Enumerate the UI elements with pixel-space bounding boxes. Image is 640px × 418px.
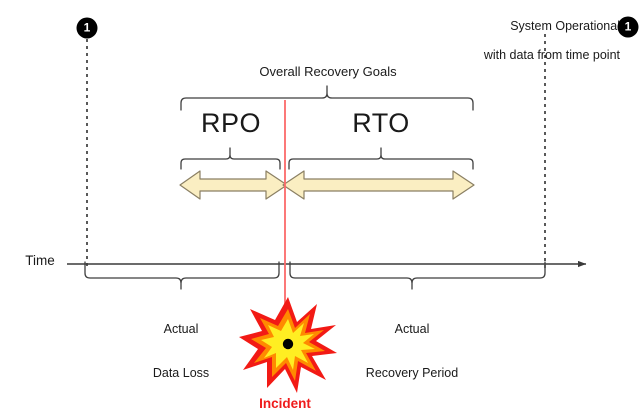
overall-recovery-goals-bracket <box>180 85 474 111</box>
actual-data-loss-line1: Actual <box>163 321 199 336</box>
rpo-bracket <box>180 147 281 170</box>
incident-label: Incident <box>259 396 311 411</box>
rto-label: RTO <box>352 108 410 138</box>
actual-recovery-period-bracket <box>289 261 546 290</box>
timepoint-badge-right: 1 <box>617 16 639 38</box>
system-operational-line2: with data from time point <box>483 48 620 63</box>
rto-double-arrow <box>282 170 475 200</box>
actual-data-loss-bracket <box>84 261 280 290</box>
system-operational-label: System Operational with data from time p… <box>484 4 620 93</box>
actual-data-loss-line2: Data Loss <box>152 365 210 380</box>
rto-bracket <box>288 147 474 170</box>
incident-starburst-icon <box>239 297 337 393</box>
incident-center-dot <box>282 338 294 350</box>
rpo-double-arrow <box>179 170 288 200</box>
actual-recovery-period-label: Actual Recovery Period <box>366 292 458 410</box>
timepoint-badge-left: 1 <box>76 17 98 39</box>
actual-data-loss-label: Actual Data Loss <box>153 292 209 410</box>
system-operational-line1: System Operational <box>510 18 620 33</box>
rpo-label: RPO <box>200 108 262 138</box>
actual-recovery-period-line1: Actual <box>394 321 430 336</box>
time-axis-label: Time <box>25 253 55 268</box>
overall-recovery-goals-label: Overall Recovery Goals <box>259 64 397 79</box>
actual-recovery-period-line2: Recovery Period <box>365 365 459 380</box>
